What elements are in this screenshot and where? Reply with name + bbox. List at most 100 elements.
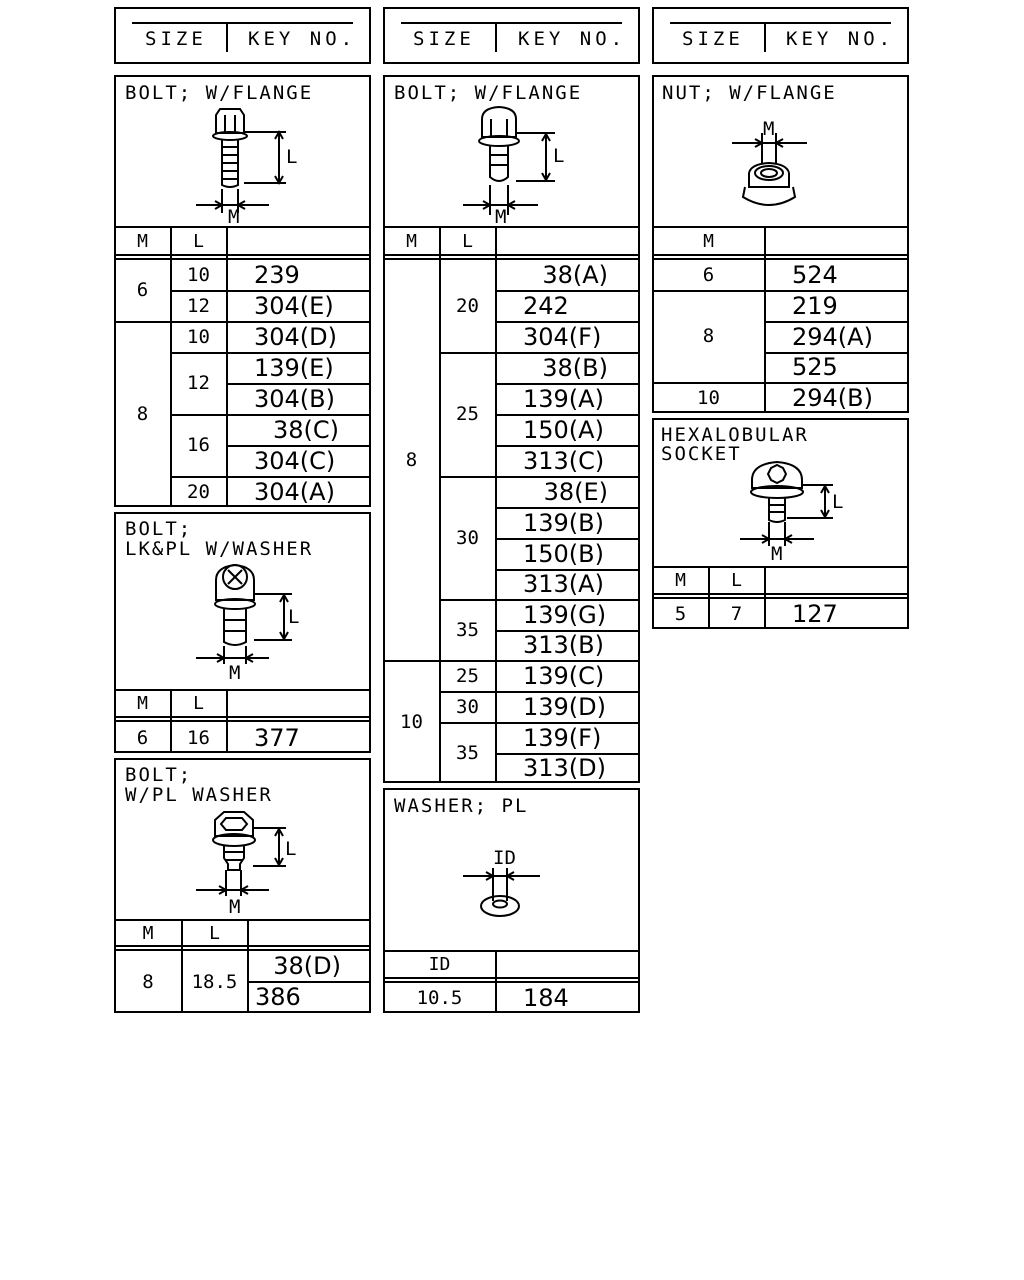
l-value: 10 (187, 263, 210, 286)
key-number: 184 (523, 984, 569, 1012)
l-value: 16 (187, 726, 210, 749)
dim-m-label: M (771, 543, 783, 565)
l-value: 7 (730, 603, 743, 625)
key-number: 219 (792, 291, 838, 320)
row-rule (764, 321, 909, 323)
panel-washer-pl (383, 788, 640, 1013)
row-rule (247, 981, 371, 983)
col-divider (764, 566, 766, 629)
col-divider (170, 689, 172, 753)
dim-l-label: L (285, 838, 297, 860)
row-rule (439, 722, 640, 724)
col-header-l: L (731, 570, 742, 591)
panel-title-line2: SOCKET (661, 443, 742, 465)
header-rule (401, 22, 622, 24)
row-rule (495, 569, 640, 571)
col-divider (181, 919, 183, 1013)
row-rule (495, 445, 640, 447)
key-number: 524 (792, 260, 838, 289)
key-number: 313(B) (523, 631, 604, 659)
l-value: 30 (456, 695, 479, 718)
row-rule (226, 445, 371, 447)
panel-title: WASHER; PL (394, 795, 529, 817)
panel-title-line1: BOLT; (125, 764, 193, 786)
row-rule (495, 753, 640, 755)
l-value: 30 (456, 526, 479, 549)
lkpl-bolt-drawing (196, 563, 292, 664)
table-header-rule (114, 254, 371, 260)
key-number: 139(F) (523, 723, 602, 752)
dim-m-label: M (229, 662, 241, 684)
washer-drawing (463, 868, 540, 917)
col-divider (708, 566, 710, 629)
key-number: 38(A) (542, 260, 608, 289)
m-value: 6 (136, 726, 149, 749)
row-rule (495, 507, 640, 509)
table-rule (383, 950, 640, 952)
table-header-rule (652, 593, 909, 599)
pl-washer-bolt-drawing (196, 811, 286, 896)
row-rule (495, 321, 640, 323)
table-rule (114, 919, 371, 921)
header-box-col1 (114, 7, 371, 64)
col-divider (247, 919, 249, 1013)
key-number: 304(F) (523, 322, 602, 351)
panel-title-line1: BOLT; (125, 518, 193, 540)
row-rule (495, 383, 640, 385)
header-key-label: KEY NO. (786, 28, 895, 50)
dim-m-label: M (228, 206, 240, 228)
header-size-label: SIZE (682, 28, 744, 50)
row-rule (495, 630, 640, 632)
panel-title-line1: HEXALOBULAR (661, 424, 809, 446)
key-number: 127 (792, 600, 838, 628)
key-number: 313(D) (523, 754, 607, 782)
dim-l-label: L (832, 491, 844, 513)
l-value: 18.5 (191, 971, 238, 993)
key-number: 304(A) (254, 477, 335, 506)
col-header-l: L (193, 693, 204, 714)
key-number: 294(A) (792, 322, 873, 351)
panel-title-line2: LK&PL W/WASHER (125, 538, 314, 560)
col-divider (495, 226, 497, 783)
dim-m-label: M (229, 896, 241, 918)
panel-title-line2: W/PL WASHER (125, 784, 273, 806)
row-rule (495, 414, 640, 416)
col-header-id: ID (428, 954, 451, 975)
l-value: 25 (456, 664, 479, 687)
col-header-l: L (462, 230, 473, 252)
row-rule (226, 383, 371, 385)
key-number: 239 (254, 260, 300, 289)
dim-m-label: M (763, 118, 775, 140)
m-value: 8 (142, 971, 154, 993)
col-header-m: M (137, 693, 148, 714)
key-number: 377 (254, 723, 300, 752)
flange-bolt-drawing (196, 108, 286, 213)
key-number: 525 (792, 353, 838, 381)
m-value: 8 (405, 448, 418, 471)
header-divider (226, 22, 228, 52)
m-value: 5 (674, 603, 687, 625)
header-size-label: SIZE (413, 28, 475, 50)
col-header-m: M (703, 230, 714, 252)
m-value: 8 (136, 403, 149, 425)
row-rule (764, 352, 909, 354)
table-header-rule (114, 945, 371, 951)
row-rule (439, 599, 640, 601)
col-header-l: L (193, 230, 204, 252)
header-rule (132, 22, 353, 24)
col-header-m: M (406, 230, 417, 252)
row-rule (439, 476, 640, 478)
key-number: 313(A) (523, 570, 604, 598)
dim-id-label: ID (493, 847, 516, 869)
col-divider (226, 689, 228, 753)
flange-nut-drawing (732, 133, 807, 206)
key-number: 139(E) (254, 353, 334, 382)
table-header-rule (652, 254, 909, 260)
col-header-m: M (142, 922, 154, 944)
header-key-label: KEY NO. (248, 28, 357, 50)
col-header-m: M (137, 230, 148, 252)
key-number: 386 (255, 982, 301, 1011)
row-rule (652, 382, 909, 384)
dim-l-label: L (286, 146, 298, 168)
dim-l-label: L (288, 606, 300, 628)
